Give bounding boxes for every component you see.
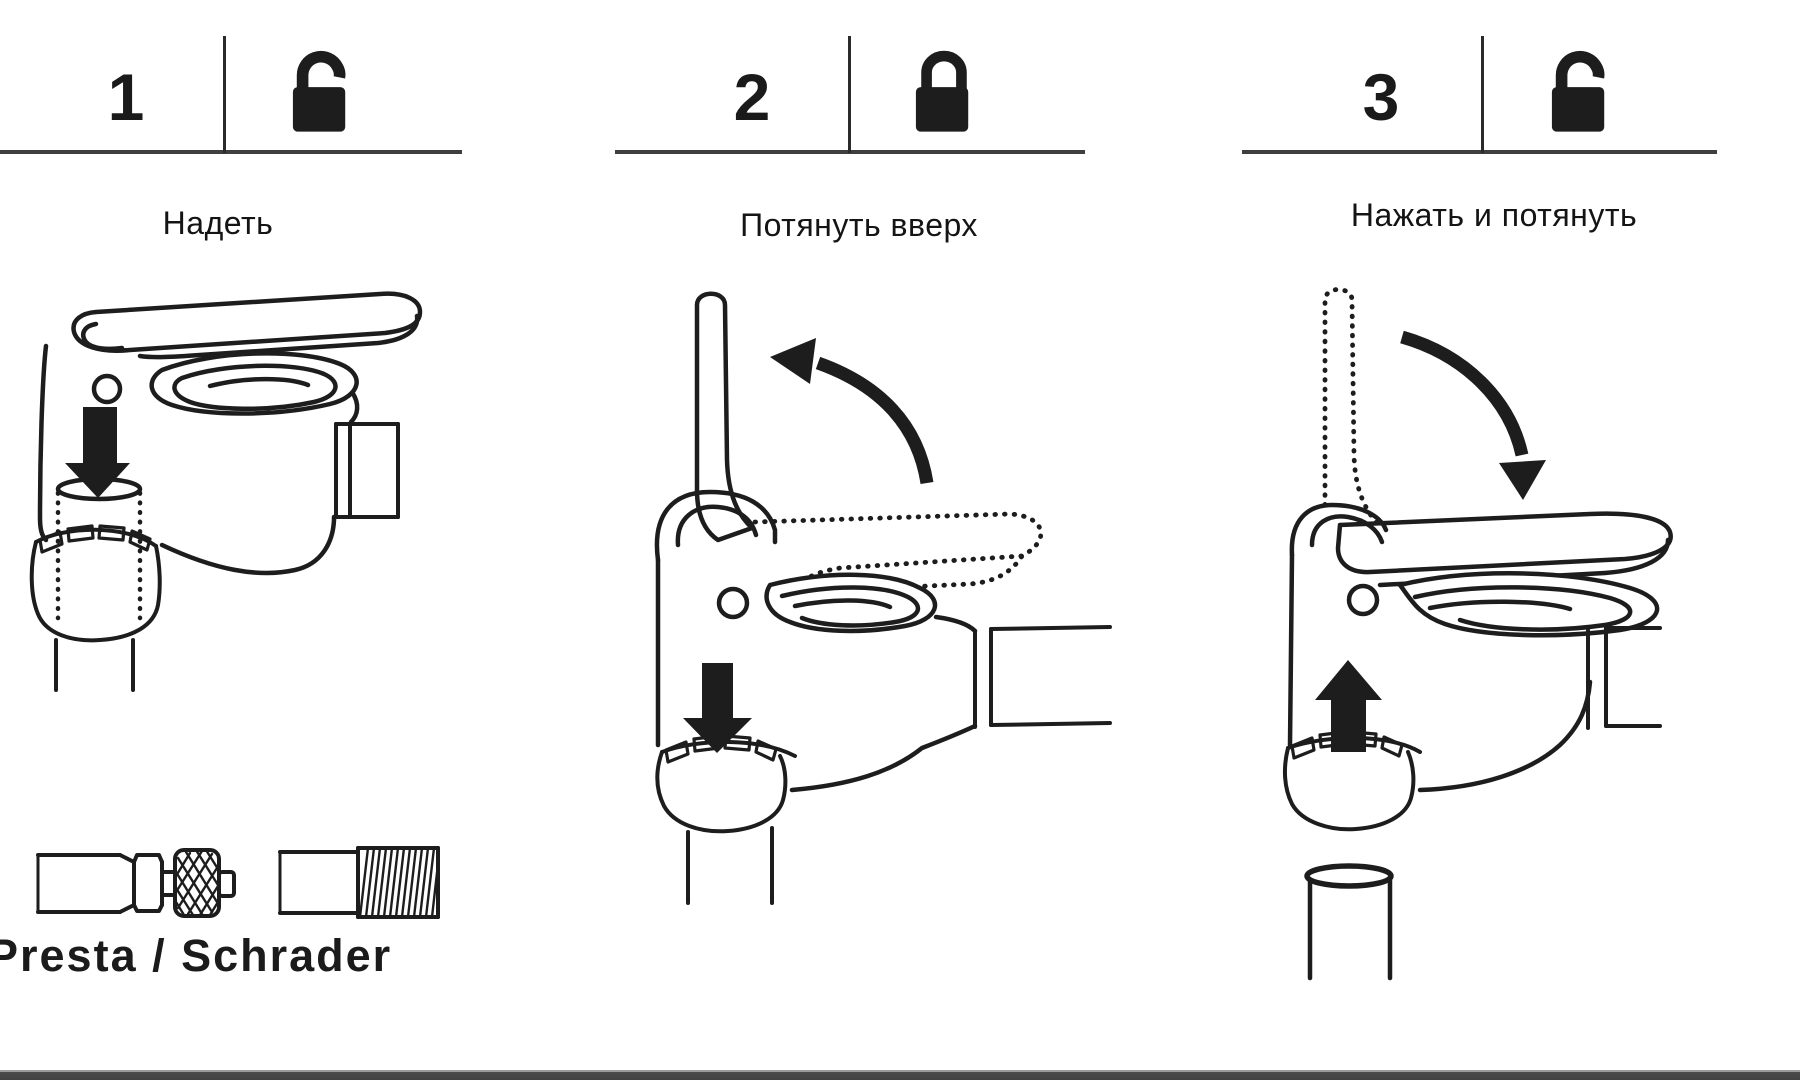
schrader-valve <box>278 846 440 919</box>
step1-header-divider <box>223 36 226 153</box>
detached-valve <box>1304 863 1394 981</box>
valve-types-illustration <box>36 846 440 919</box>
pivot-pin <box>716 586 750 620</box>
lever-vertical <box>694 291 755 543</box>
knurl-hatching <box>174 848 220 917</box>
lever-ghost-vertical <box>1322 287 1383 530</box>
valve-lock-ring <box>29 524 162 692</box>
bottom-edge-bar <box>0 1070 1800 1080</box>
lever-horizontal <box>1335 511 1673 588</box>
valve-types-caption: Presta / Schrader <box>0 930 393 981</box>
press-down-arrow-icon <box>683 663 752 753</box>
hose-stub <box>973 625 1112 729</box>
locked-padlock-icon <box>915 50 969 132</box>
pivot-pin <box>91 373 123 405</box>
pivot-pin <box>1346 583 1380 617</box>
rotate-down-arrow-icon <box>1400 330 1546 500</box>
pump-head-lever <box>71 291 423 360</box>
step2-number: 2 <box>733 60 771 134</box>
step3-label: Нажать и потянуть <box>1350 197 1638 233</box>
step3-lock-state <box>1549 46 1611 134</box>
step1-illustration-pump-head-onto-valve <box>29 291 423 692</box>
step3-number: 3 <box>1362 60 1400 134</box>
step1-label: Надеть <box>162 205 274 241</box>
step3-illustration-press-and-pull <box>1282 287 1673 981</box>
unlocked-padlock-icon <box>292 50 346 132</box>
step2-illustration-lever-up <box>654 291 1112 905</box>
hose-stub <box>334 422 400 519</box>
valve-lock-ring <box>655 734 797 905</box>
thread-hatching <box>358 846 440 919</box>
step3-header-rule <box>1242 150 1717 154</box>
hose-stub <box>1586 626 1662 730</box>
step2-lock-state <box>913 46 975 134</box>
valve-lock-ring <box>1282 730 1422 832</box>
step3-header-divider <box>1481 36 1484 153</box>
step2-label: Потянуть вверх <box>740 207 978 243</box>
rotate-up-arrow-icon <box>770 338 934 485</box>
pump-head-body <box>654 489 978 793</box>
step1-lock-state <box>290 46 352 134</box>
pump-head-body <box>37 343 360 576</box>
press-down-arrow-icon <box>65 407 130 498</box>
presta-valve <box>36 848 236 918</box>
pump-head-body <box>1287 502 1660 793</box>
step1-number: 1 <box>107 60 145 134</box>
valve-dashed <box>55 476 143 621</box>
pull-up-arrow-icon <box>1315 660 1382 752</box>
step2-header-divider <box>848 36 851 153</box>
step1-header-rule <box>0 150 462 154</box>
unlocked-padlock-icon <box>1551 50 1605 132</box>
